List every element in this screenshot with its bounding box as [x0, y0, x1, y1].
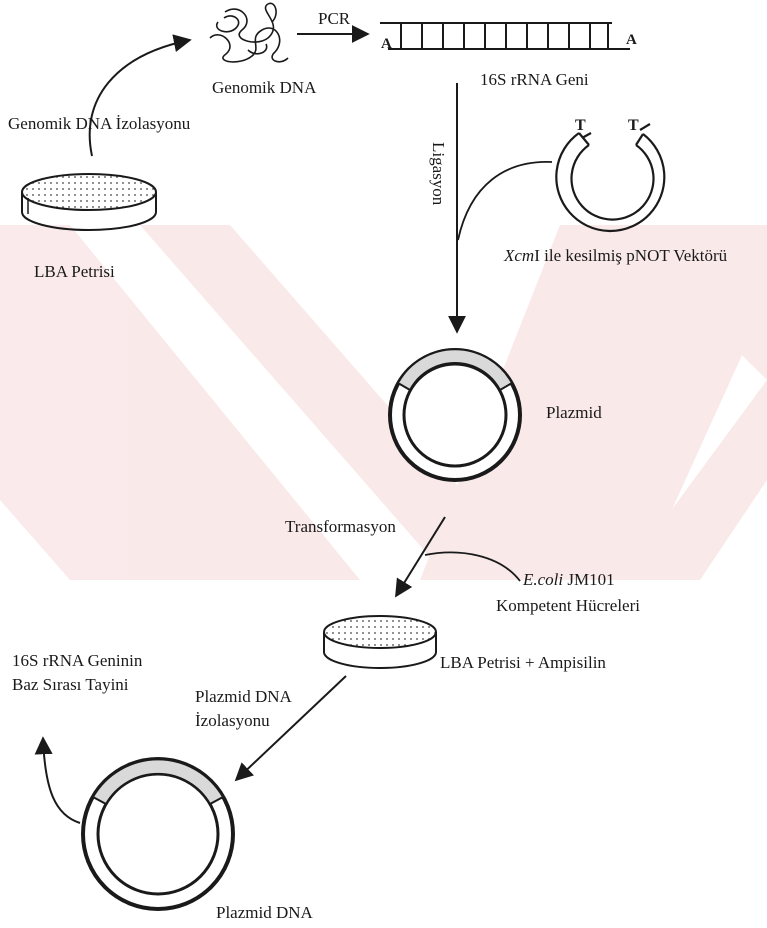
- ecoli-italic-label: E.coli: [522, 570, 563, 589]
- plasmid-isolation-label-2: İzolasyonu: [195, 711, 270, 730]
- dna-isolation-label: Genomik DNA İzolasyonu: [8, 114, 191, 133]
- vector-label: XcmI ile kesilmiş pNOT Vektörü: [503, 246, 728, 265]
- gene-16s-label: 16S rRNA Geni: [480, 70, 589, 89]
- ligation-label: Ligasyon: [429, 142, 448, 206]
- lba-plate-1-label: LBA Petrisi: [34, 262, 115, 281]
- lba-plate-1: [22, 174, 156, 230]
- plasmid-dna-icon: [83, 759, 233, 909]
- vector-enzyme-label: Xcm: [503, 246, 534, 265]
- sequencing-arrow: [43, 738, 80, 823]
- transformation-label: Transformasyon: [285, 517, 396, 536]
- lba-amp-label: LBA Petrisi + Ampisilin: [440, 653, 606, 672]
- sequencing-label-1: 16S rRNA Geninin: [12, 651, 143, 670]
- overhang-t-left: T: [575, 117, 586, 134]
- overhang-a-left: A: [381, 36, 392, 52]
- overhang-t-right: T: [628, 117, 639, 134]
- pcr-product-16s: [380, 23, 630, 49]
- ecoli-label: E.coli JM101: [522, 570, 615, 589]
- plasmid-isolation-label-1: Plazmid DNA: [195, 687, 293, 706]
- competent-cells-label: Kompetent Hücreleri: [496, 596, 640, 615]
- plasmid-icon: [390, 349, 520, 480]
- vector-rest-label: I ile kesilmiş pNOT Vektörü: [534, 246, 727, 265]
- tangled-dna-icon: [210, 3, 288, 62]
- plasmid-dna-label: Plazmid DNA: [216, 903, 314, 922]
- lba-plate-2: [324, 616, 436, 668]
- ecoli-rest-label: JM101: [563, 570, 614, 589]
- plasmid-label: Plazmid: [546, 403, 602, 422]
- overhang-a-right: A: [626, 32, 637, 48]
- pcr-label: PCR: [318, 9, 351, 28]
- circular-vector-icon: [556, 124, 664, 231]
- sequencing-label-2: Baz Sırası Tayini: [12, 675, 129, 694]
- vector-connector: [458, 162, 552, 240]
- isolation-arrow: [90, 40, 190, 156]
- genomic-dna-label: Genomik DNA: [212, 78, 317, 97]
